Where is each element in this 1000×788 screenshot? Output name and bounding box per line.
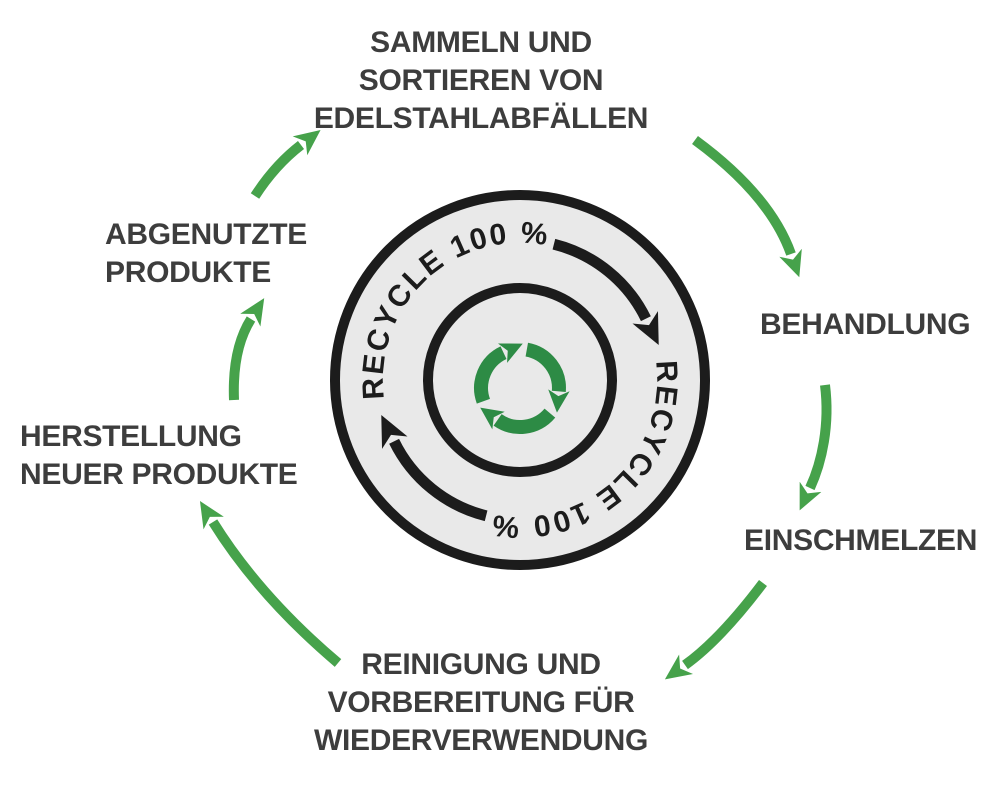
step-label-line: EDELSTAHLABFÄLLEN	[313, 102, 649, 135]
step-label-worn-products: ABGENUTZTE PRODUKTE	[105, 216, 307, 292]
step-label-manufacturing: HERSTELLUNG NEUER PRODUKTE	[20, 418, 298, 494]
step-label-line: WIEDERVERWENDUNG	[313, 724, 649, 757]
emblem-inner-circle	[423, 283, 617, 477]
cycle-arrow-collect-to-treatment-icon	[692, 135, 802, 278]
step-label-line: NEUER PRODUKTE	[20, 458, 298, 491]
cycle-arrow-treatment-to-melting-icon	[799, 384, 832, 511]
cycle-arrow-manufacturing-to-worn-icon	[228, 298, 265, 401]
recycle-emblem: RECYCLE 100 % RECYCLE 100 %	[330, 190, 710, 570]
step-label-cleaning-preparation: REINIGUNG UND VORBEREITUNG FÜR WIEDERVER…	[314, 646, 648, 760]
step-label-line: PRODUKTE	[105, 256, 271, 289]
recycle-symbol-icon	[474, 342, 570, 434]
cycle-arrow-melting-to-cleaning-icon	[664, 579, 767, 680]
emblem-outer-circle	[330, 190, 710, 570]
step-label-melting: EINSCHMELZEN	[744, 524, 978, 557]
step-label-line: ABGENUTZTE	[105, 218, 307, 251]
cycle-arrow-worn-to-collect-icon	[250, 129, 321, 199]
step-label-line: SAMMELN UND	[370, 26, 592, 59]
step-label-treatment: BEHANDLUNG	[760, 308, 971, 341]
ring-arrow-bottom-left-icon	[381, 415, 488, 522]
cycle-arrows	[199, 129, 832, 680]
step-label-line: VORBEREITUNG FÜR	[327, 686, 635, 719]
step-label-collect-sort: SAMMELN UND SORTIEREN VON EDELSTAHLABFÄL…	[313, 24, 649, 138]
cycle-arrow-cleaning-to-manufacturing-icon	[199, 501, 342, 667]
step-label-line: SORTIEREN VON	[358, 64, 604, 97]
step-label-line: HERSTELLUNG	[20, 420, 242, 453]
step-label-line: REINIGUNG UND	[361, 648, 601, 681]
ring-arrow-top-right-icon	[552, 238, 659, 345]
